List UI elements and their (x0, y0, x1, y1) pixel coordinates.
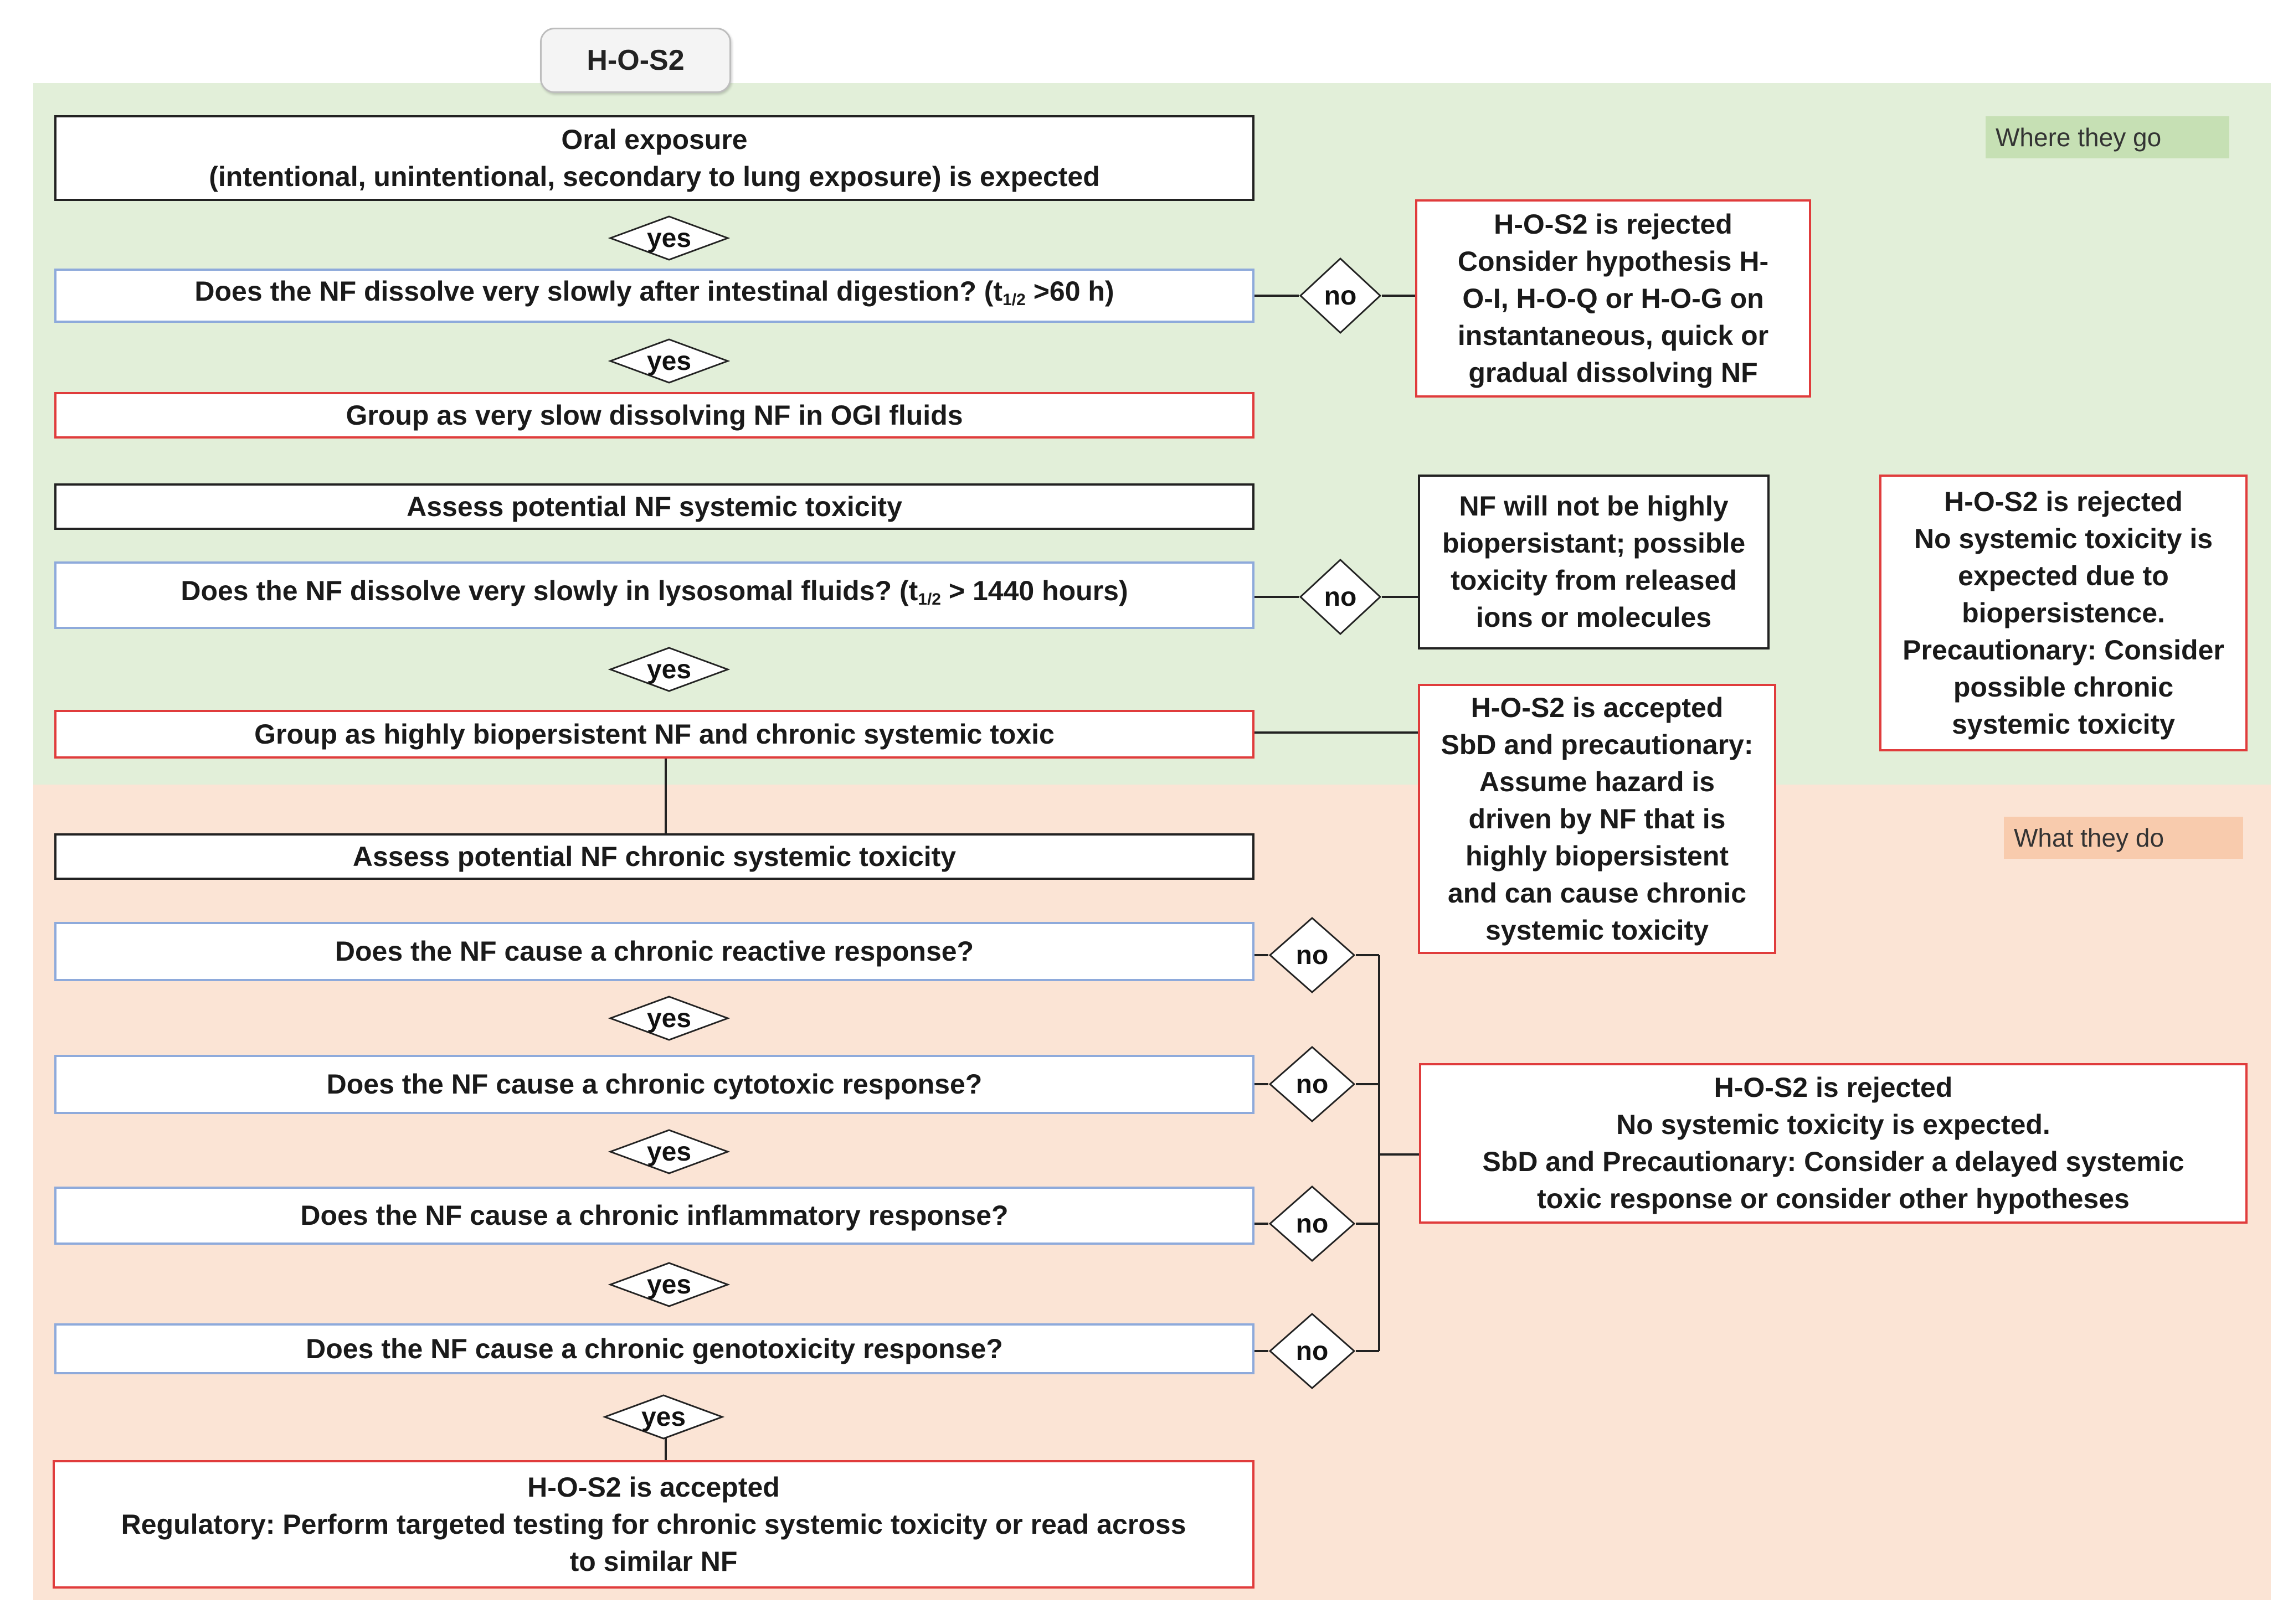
diamond-shape (608, 215, 730, 261)
no-decision: no (1268, 1312, 1356, 1390)
diamond-shape (1268, 1313, 1356, 1389)
no-decision: no (1299, 257, 1382, 334)
not-biopersistant-box: NF will not be highly biopersistant; pos… (1418, 475, 1770, 649)
question-reactive-response: Does the NF cause a chronic reactive res… (54, 922, 1254, 981)
yes-decision: yes (608, 1128, 730, 1175)
yes-decision: yes (608, 338, 730, 384)
yes-decision: yes (608, 995, 730, 1042)
diamond-shape (608, 1262, 730, 1307)
group-ogi-box: Group as very slow dissolving NF in OGI … (54, 392, 1254, 439)
reject-box-3: H-O-S2 is rejected No systemic toxicity … (1419, 1063, 2248, 1224)
assess-chronic-box: Assess potential NF chronic systemic tox… (54, 833, 1254, 880)
diamond-shape (1299, 257, 1382, 334)
no-decision: no (1268, 1185, 1356, 1262)
reject-box-2: H-O-S2 is rejected No systemic toxicity … (1879, 475, 2248, 751)
diamond-shape (608, 1129, 730, 1174)
no-decision: no (1268, 1045, 1356, 1123)
where-they-go-tag: Where they go (1986, 116, 2229, 158)
question-inflammatory-response: Does the NF cause a chronic inflammatory… (54, 1187, 1254, 1245)
yes-decision: yes (608, 646, 730, 693)
reject-box-1: H-O-S2 is rejected Consider hypothesis H… (1415, 199, 1811, 398)
yes-decision: yes (608, 215, 730, 261)
diamond-shape (1268, 1185, 1356, 1262)
diamond-shape (603, 1394, 724, 1440)
assess-systemic-box: Assess potential NF systemic toxicity (54, 483, 1254, 530)
question-intestinal-dissolution: Does the NF dissolve very slowly after i… (54, 269, 1254, 323)
what-they-do-tag: What they do (2004, 817, 2243, 859)
diamond-shape (608, 996, 730, 1041)
start-node: H-O-S2 (540, 28, 731, 93)
accept-final-box: H-O-S2 is accepted Regulatory: Perform t… (53, 1460, 1254, 1589)
question-lysosomal-dissolution: Does the NF dissolve very slowly in lyso… (54, 561, 1254, 629)
diamond-shape (1268, 1046, 1356, 1122)
no-decision: no (1299, 558, 1382, 636)
question-genotoxicity-response: Does the NF cause a chronic genotoxicity… (54, 1323, 1254, 1374)
no-decision: no (1268, 916, 1356, 994)
group-biopersistent-box: Group as highly biopersistent NF and chr… (54, 710, 1254, 759)
diamond-shape (1268, 917, 1356, 993)
diamond-shape (608, 338, 730, 384)
yes-decision: yes (608, 1261, 730, 1308)
question-cytotoxic-response: Does the NF cause a chronic cytotoxic re… (54, 1055, 1254, 1114)
diamond-shape (608, 647, 730, 692)
accept-sbd-box: H-O-S2 is accepted SbD and precautionary… (1418, 684, 1776, 954)
diamond-shape (1299, 558, 1382, 636)
yes-decision: yes (603, 1394, 724, 1440)
oral-exposure-box: Oral exposure (intentional, unintentiona… (54, 115, 1254, 201)
